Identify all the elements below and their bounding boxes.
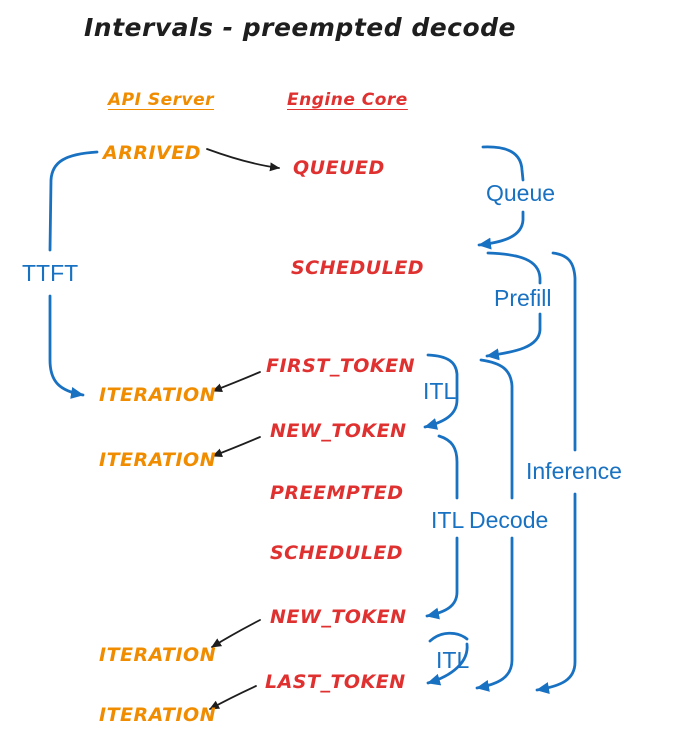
column-header-engine-core: Engine Core (287, 90, 408, 110)
event-queued: QUEUED (293, 157, 385, 179)
arrow-arrived-to-queued (206, 148, 280, 172)
event-scheduled-1: SCHEDULED (291, 257, 425, 279)
prefill-bracket-top (486, 251, 542, 285)
arrow-new-token-to-iteration (212, 436, 261, 458)
itl-3-bracket-top (428, 631, 469, 643)
ttft-bracket-top (48, 150, 99, 252)
column-header-api-server: API Server (108, 90, 215, 110)
event-arrived: ARRIVED (103, 142, 201, 164)
event-preempted: PREEMPTED (270, 482, 404, 504)
ttft-bracket-arrow (48, 294, 85, 399)
event-iteration-1: ITERATION (99, 384, 217, 406)
queue-bracket-arrow (477, 210, 525, 250)
event-first-token: FIRST_TOKEN (266, 355, 416, 377)
interval-label-itl-2: ITL (431, 507, 465, 533)
prefill-bracket-arrow (485, 312, 542, 361)
arrow-last-token-to-iteration (209, 685, 257, 710)
event-iteration-4: ITERATION (99, 704, 217, 726)
interval-label-itl-1: ITL (423, 378, 457, 404)
interval-label-inference: Inference (526, 458, 622, 484)
event-new-token-2: NEW_TOKEN (270, 606, 407, 628)
arrow-first-token-to-iteration (212, 371, 261, 393)
itl-1-bracket (423, 353, 459, 430)
arrow-new-token-2-to-iteration (211, 619, 261, 648)
event-new-token-1: NEW_TOKEN (270, 420, 407, 442)
decode-bracket-top (479, 358, 514, 500)
decode-bracket-arrow (475, 536, 514, 692)
event-scheduled-2: SCHEDULED (270, 542, 404, 564)
diagram-title: Intervals - preempted decode (84, 13, 517, 42)
itl-2-bracket-arrow (425, 536, 459, 620)
queue-bracket-top (481, 145, 525, 182)
interval-label-queue: Queue (486, 180, 556, 206)
inference-bracket-top (551, 251, 577, 452)
itl-2-bracket-top (437, 434, 459, 500)
interval-label-itl-3: ITL (436, 647, 470, 673)
event-last-token: LAST_TOKEN (265, 671, 406, 693)
inference-bracket-arrow (535, 492, 577, 694)
itl-3-bracket-arrow (426, 642, 469, 686)
interval-label-ttft: TTFT (22, 260, 79, 286)
event-iteration-2: ITERATION (99, 449, 217, 471)
interval-label-decode: Decode (469, 507, 549, 533)
event-iteration-3: ITERATION (99, 644, 217, 666)
interval-label-prefill: Prefill (494, 285, 552, 311)
